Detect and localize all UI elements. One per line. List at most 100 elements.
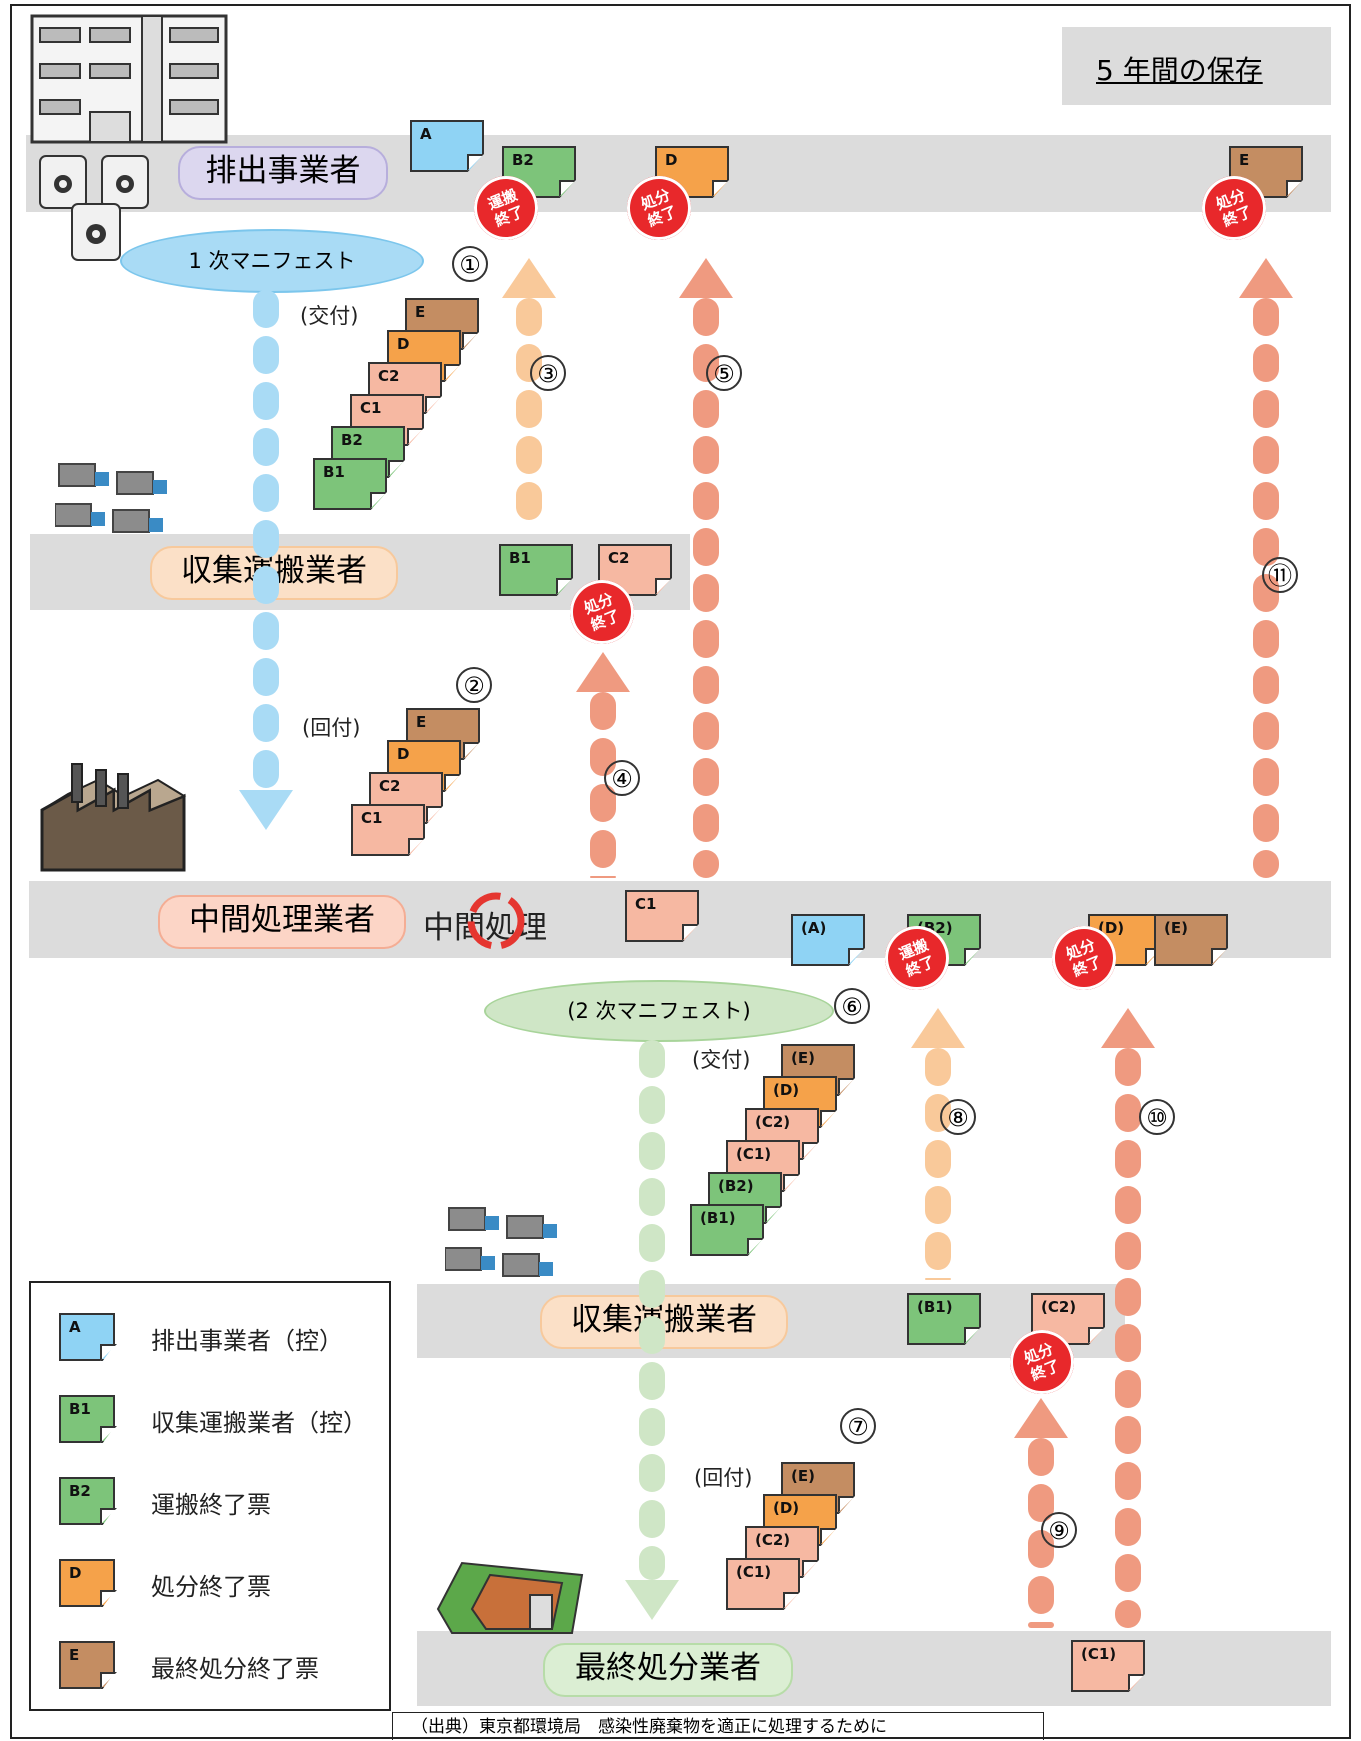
slip-code: (C1): [1081, 1645, 1117, 1663]
arrow-segment: [1253, 344, 1279, 382]
arrow-segment: [253, 566, 279, 604]
slip-code: C1: [360, 399, 382, 417]
arrow-segment: [925, 1186, 951, 1224]
step-11: ⑪: [1262, 557, 1298, 593]
arrow-head-up: [679, 258, 733, 298]
arrow-head-up: [1101, 1008, 1155, 1048]
arrow-segment: [1115, 1462, 1141, 1500]
arrow-head-up: [576, 652, 630, 692]
arrow-segment: [1253, 758, 1279, 796]
arrow-segment: [639, 1040, 665, 1078]
arrow-segment: [693, 712, 719, 750]
factory-icon: [40, 763, 187, 872]
legend: A 排出事業者（控） B1 収集運搬業者（控） B2 運搬終了票 D 処分終了票 E 最終処分終了…: [29, 1281, 391, 1711]
arrow-segment: [1253, 712, 1279, 750]
step-6: ⑥: [834, 988, 870, 1024]
retention-note-box: 5 年間の保存: [1062, 27, 1331, 105]
intermediate-label: 中間処理業者: [158, 895, 406, 949]
diagram-frame: [10, 4, 1351, 1739]
arrow-segment: [1253, 804, 1279, 842]
slip-code: E: [1239, 151, 1250, 169]
legend-code: B2: [69, 1482, 91, 1500]
arrow-segment: [639, 1086, 665, 1124]
return-label: (回付): [302, 716, 361, 740]
arrow-segment: [1115, 1554, 1141, 1592]
arrow-segment: [639, 1362, 665, 1400]
slip-code: B1: [323, 463, 345, 481]
arrow-segment: [1253, 850, 1279, 878]
generator-label: 排出事業者: [178, 146, 388, 200]
arrow-segment: [590, 830, 616, 868]
arrow-segment: [693, 850, 719, 878]
arrow-segment: [693, 758, 719, 796]
issue-label: (交付): [300, 304, 359, 328]
slip-code: E: [415, 303, 426, 321]
recycle-icon: [467, 892, 525, 950]
legend-label: 最終処分終了票: [151, 1655, 319, 1683]
slip-code: D: [397, 335, 410, 353]
arrow-segment: [693, 804, 719, 842]
legend-label: 処分終了票: [151, 1573, 271, 1601]
arrow-segment: [253, 750, 279, 788]
legend-slip-fold: [100, 1590, 117, 1607]
legend-code: E: [69, 1646, 80, 1664]
arrow-segment: [639, 1454, 665, 1492]
manifest-slip-pB1: (B1): [690, 1204, 764, 1256]
arrow-segment: [1115, 1048, 1141, 1086]
arrow-segment: [253, 290, 279, 328]
truck-fleet-icon: [55, 463, 167, 533]
arrow-segment: [1115, 1600, 1141, 1628]
primary-manifest-label: 1 次マニフェスト: [120, 229, 424, 293]
step-1: ①: [452, 246, 488, 282]
slip-code: (A): [801, 919, 827, 937]
slip-code: B2: [341, 431, 363, 449]
source-citation: （出典）東京都環境局 感染性廃棄物を適正に処理するために: [392, 1712, 1044, 1740]
arrow-segment: [639, 1546, 665, 1580]
arrow-segment: [639, 1500, 665, 1538]
slip-code: (B1): [700, 1209, 736, 1227]
arrow-segment: [639, 1270, 665, 1308]
slip-code: C2: [608, 549, 630, 567]
legend-label: 排出事業者（控）: [151, 1327, 343, 1355]
slip-code: D: [665, 151, 678, 169]
legend-slip-fold: [100, 1672, 117, 1689]
arrow-segment: [925, 1278, 951, 1280]
arrow-segment: [1028, 1438, 1054, 1476]
arrow-segment: [1115, 1416, 1141, 1454]
step-9: ⑨: [1041, 1512, 1077, 1548]
arrow-segment: [1115, 1140, 1141, 1178]
arrow-head-up: [911, 1008, 965, 1048]
slip-code: (C2): [755, 1531, 791, 1549]
return2-label: (回付): [694, 1466, 753, 1490]
legend-code: D: [69, 1564, 82, 1582]
slip-code: B2: [512, 151, 534, 169]
legend-label: 収集運搬業者（控）: [151, 1409, 367, 1437]
legend-code: A: [69, 1318, 81, 1336]
arrow-segment: [1115, 1094, 1141, 1132]
arrow-segment: [693, 528, 719, 566]
slip-code: (B2): [718, 1177, 754, 1195]
legend-label: 運搬終了票: [151, 1491, 271, 1519]
arrow-segment: [693, 574, 719, 612]
manifest-slip-pC1: (C1): [1071, 1640, 1145, 1692]
arrow-segment: [253, 520, 279, 558]
step-5: ⑤: [706, 355, 742, 391]
arrow-segment: [1253, 390, 1279, 428]
manifest-slip-pB1: (B1): [907, 1293, 981, 1345]
slip-code: (D): [773, 1499, 800, 1517]
arrow-segment: [693, 390, 719, 428]
arrow-segment: [253, 658, 279, 696]
arrow-segment: [693, 298, 719, 336]
slip-code: C2: [378, 367, 400, 385]
arrow-segment: [516, 436, 542, 474]
arrow-head-up: [502, 258, 556, 298]
arrow-head-up: [1014, 1398, 1068, 1438]
slip-code: D: [397, 745, 410, 763]
slip-code: (D): [773, 1081, 800, 1099]
arrow-segment: [1115, 1324, 1141, 1362]
secondary-manifest-label: (2 次マニフェスト): [484, 980, 834, 1042]
arrow-segment: [693, 436, 719, 474]
legend-code: B1: [69, 1400, 91, 1418]
arrow-segment: [1115, 1370, 1141, 1408]
